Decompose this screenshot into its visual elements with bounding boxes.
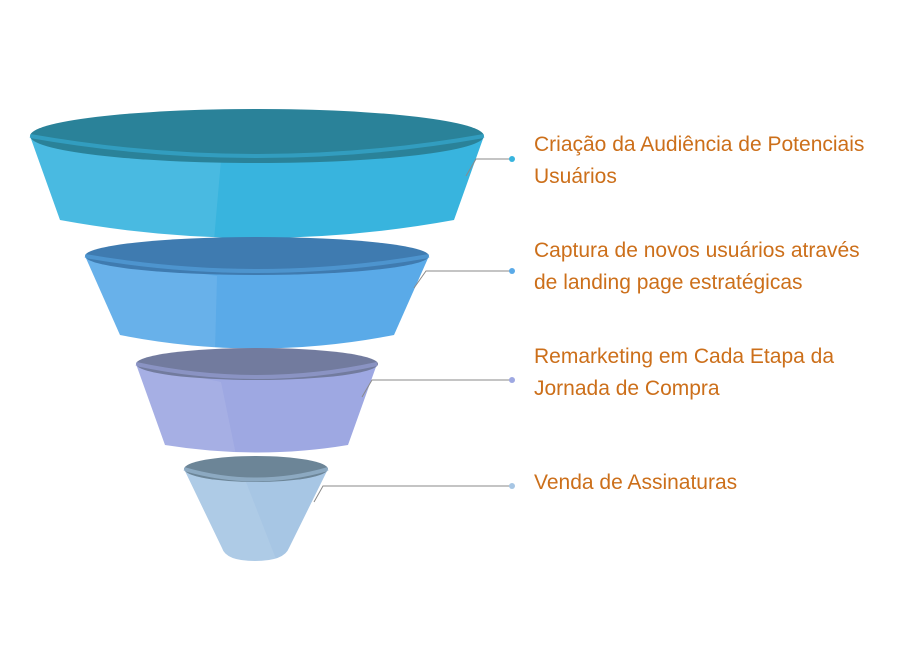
funnel-stage-2-body [85,256,429,349]
funnel-stage-1 [29,109,485,240]
stage-label-2: Captura de novos usuários através de lan… [534,239,860,294]
connector-2-line [413,270,510,289]
funnel-stage-1-shade [30,136,221,240]
funnel-stage-4-shade [184,469,276,561]
funnel-stage-4-body [184,469,328,561]
stage-label-4: Venda de Assinaturas [534,471,738,494]
funnel-stage-2-shade [85,256,217,350]
funnel-stage-3-lip [135,362,378,379]
connector-3-line [361,379,510,398]
connector-1-line [465,158,510,177]
connector-4-line [313,485,510,503]
connector-1-dot [509,156,515,162]
funnel-stage-1-lip [29,134,485,158]
funnel-stage-3 [135,348,378,455]
funnel-stage-1-body [30,136,484,238]
funnel-stage-4-lip [183,467,329,482]
connector-3 [361,377,515,398]
funnel-stage-2-lip [84,254,430,273]
funnel-stage-3-shade [136,364,236,455]
connector-4 [313,483,515,503]
connector-3-dot [509,377,515,383]
funnel-stage-2 [84,237,430,350]
stage-label-3: Remarketing em Cada Etapa da Jornada de … [534,345,834,400]
connector-2-dot [509,268,515,274]
funnel-stage-4 [183,456,329,561]
funnel-stage-3-body [136,364,377,453]
connector-4-dot [509,483,515,489]
connector-1 [465,156,515,177]
stage-label-1: Criação da Audiência de Potenciais Usuár… [534,133,865,188]
connector-2 [413,268,515,289]
